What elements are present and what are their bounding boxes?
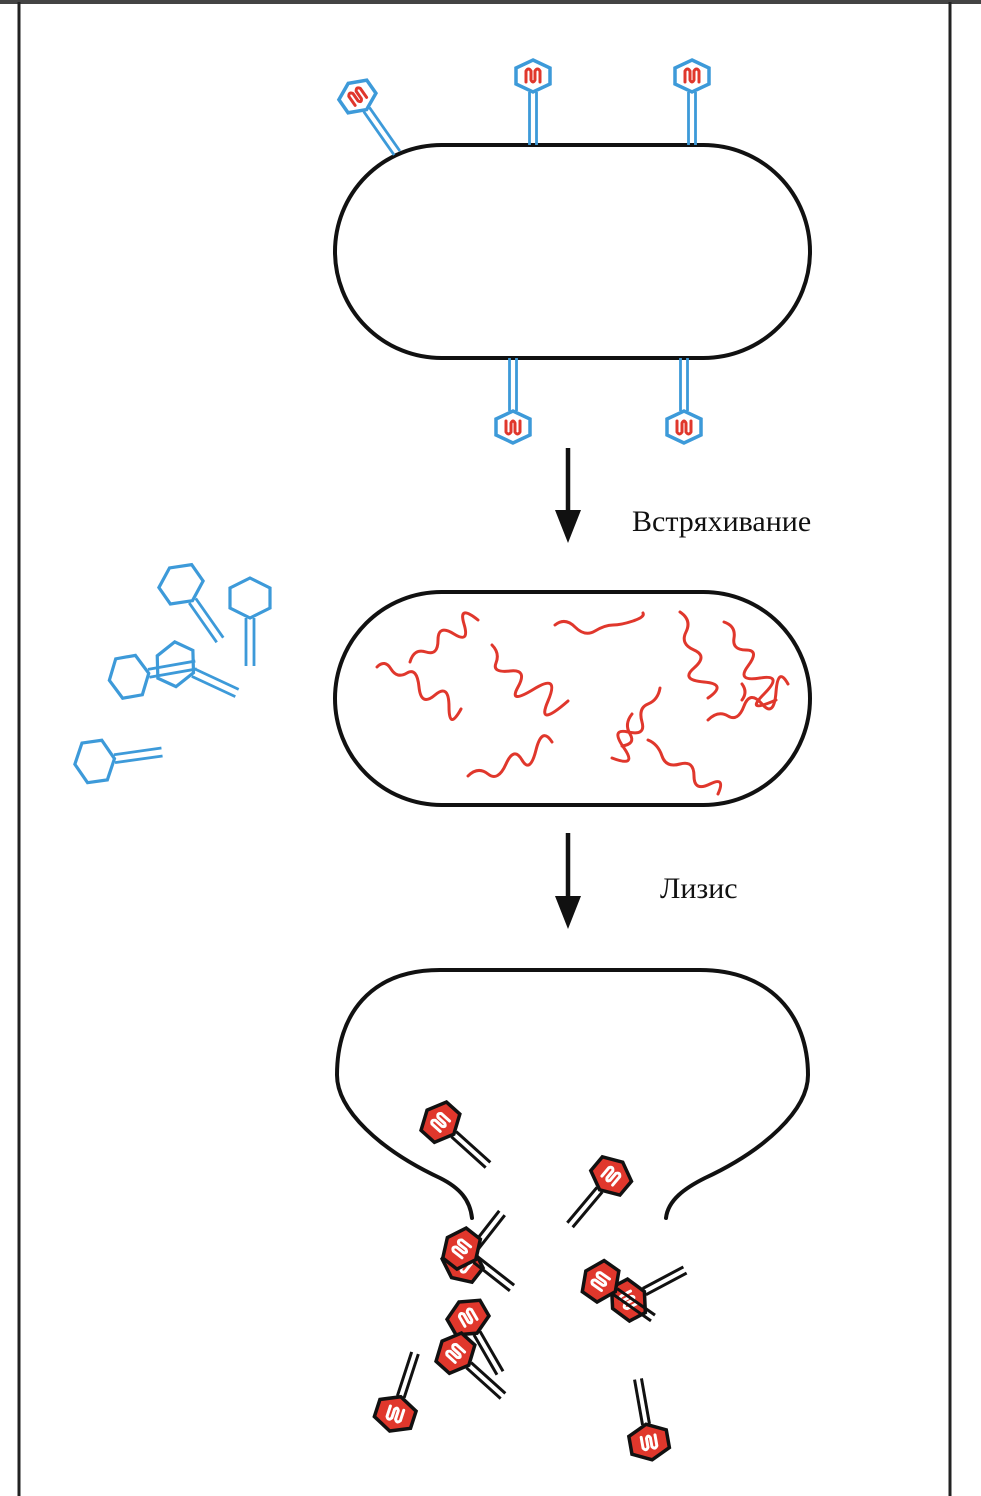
phage-dna [375, 610, 790, 796]
bacterium-cell [333, 590, 812, 807]
lysed-bacterium [334, 968, 811, 1220]
label-lysis: Лизис [660, 872, 738, 905]
arrow-lysis [555, 833, 581, 929]
bacterium-cell [333, 143, 812, 360]
arrow-shaking [555, 448, 581, 543]
label-shaking: Встряхивание [632, 505, 811, 538]
stage-adsorption [333, 60, 812, 443]
stage-lysis [334, 968, 811, 1463]
stage-after-shaking [70, 554, 812, 807]
